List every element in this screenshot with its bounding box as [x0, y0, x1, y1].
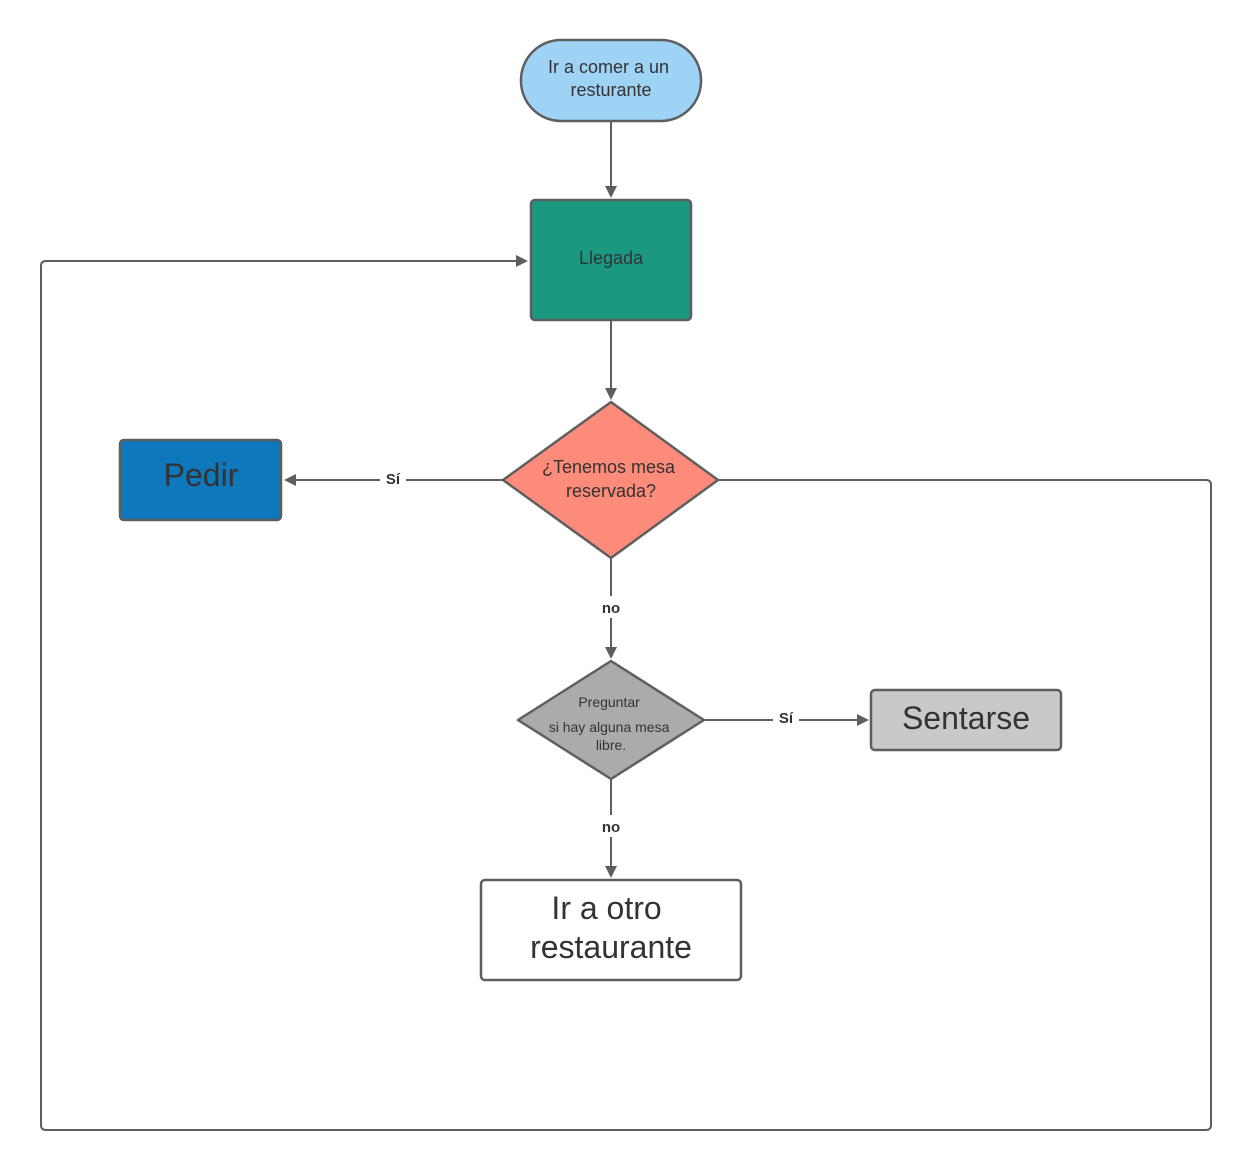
- node-arrival[interactable]: Llegada: [529, 198, 693, 322]
- node-decision-reserved-line-1: ¿Tenemos mesa: [542, 457, 676, 477]
- node-start-line-2: resturante: [570, 80, 651, 100]
- node-start[interactable]: Ir a comer a un resturante: [519, 38, 703, 123]
- node-sit-line-1: Sentarse: [902, 700, 1030, 736]
- node-order[interactable]: Pedir: [118, 438, 283, 522]
- node-sit[interactable]: Sentarse: [869, 688, 1063, 752]
- node-decision-reserved-line-2: reservada?: [566, 481, 656, 501]
- edge-label-ask-no: no: [602, 819, 620, 836]
- svg-text:Llegada: Llegada: [579, 248, 644, 268]
- node-decision-ask[interactable]: Preguntar si hay alguna mesa libre.: [516, 659, 706, 781]
- edge-label-reserved-yes: Sí: [386, 471, 401, 488]
- node-other-restaurant[interactable]: Ir a otro restaurante: [479, 878, 743, 982]
- node-decision-ask-line-3: libre.: [596, 737, 626, 753]
- node-start-line-1: Ir a comer a un: [548, 57, 669, 77]
- node-arrival-line-1: Llegada: [579, 248, 644, 268]
- edge-loop-back-to-arrival: [40, 255, 1212, 1131]
- edge-labels: Sí no Sí no: [380, 468, 799, 837]
- svg-text:Ir a otro restaurante: Ir a otro restaurante: [530, 890, 692, 965]
- node-decision-ask-line-1: Preguntar: [578, 694, 640, 710]
- svg-text:Ir a comer a un resturan: Ir a comer a un resturante: [548, 57, 674, 100]
- node-decision-reserved[interactable]: ¿Tenemos mesa reservada?: [501, 400, 720, 560]
- node-decision-ask-line-2: si hay alguna mesa: [549, 719, 670, 735]
- edge-label-ask-yes: Sí: [779, 710, 794, 727]
- svg-text:Sentarse: Sentarse: [902, 700, 1030, 736]
- svg-text:Preguntar si hay alguna: Preguntar si hay alguna mesa libre.: [549, 694, 674, 753]
- svg-text:¿Tenemos mesa reservada?: ¿Tenemos mesa reservada?: [542, 457, 680, 501]
- node-other-restaurant-line-1: Ir a otro: [551, 890, 661, 926]
- node-order-line-1: Pedir: [164, 457, 239, 493]
- edge-label-reserved-no: no: [602, 600, 620, 617]
- node-other-restaurant-line-2: restaurante: [530, 929, 692, 965]
- svg-text:Pedir: Pedir: [164, 457, 239, 493]
